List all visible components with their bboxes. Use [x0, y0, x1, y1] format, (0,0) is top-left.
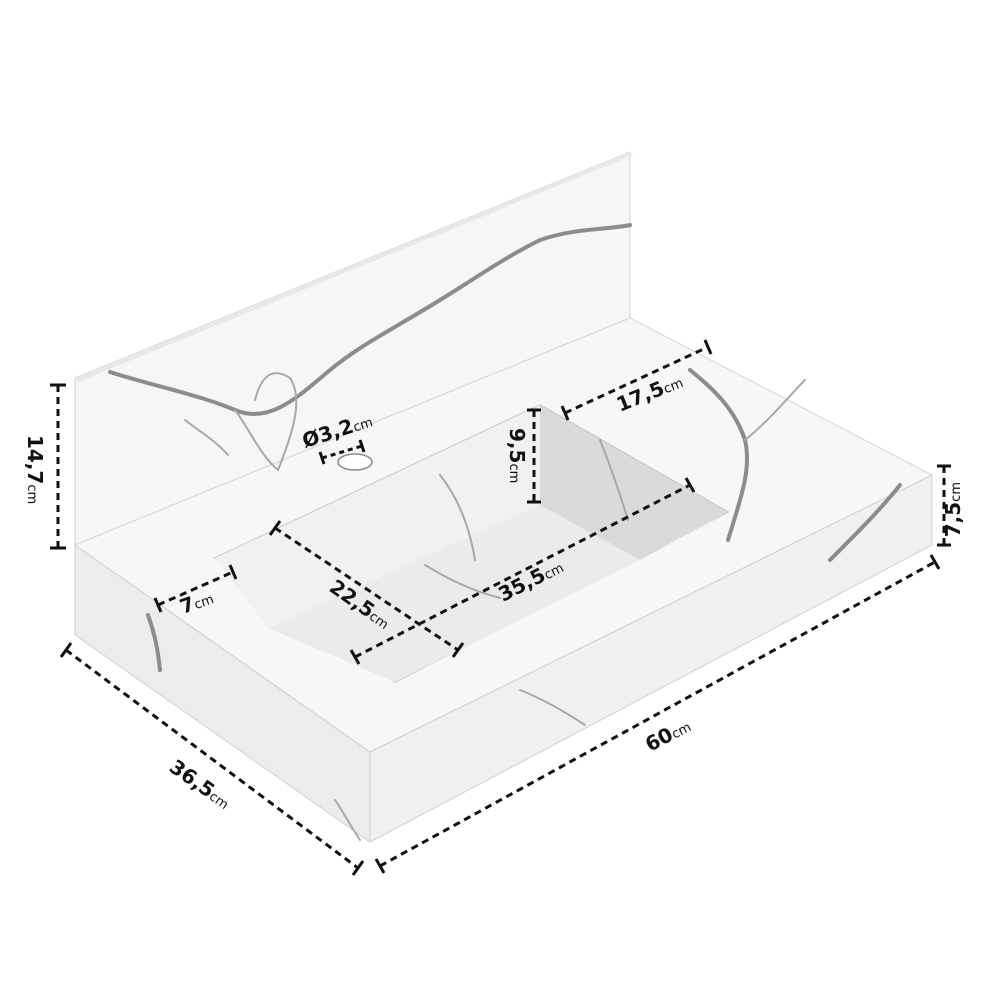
- dimension-lines: [50, 339, 951, 876]
- dim-tick: [560, 405, 570, 421]
- dim-tick: [374, 858, 386, 874]
- label-backsplash-height: 14,7cm: [23, 435, 47, 504]
- dim-tick: [451, 642, 465, 658]
- dim-line-front-ledge: [157, 570, 234, 607]
- dim-tick: [684, 477, 696, 493]
- dim-line-drain: [321, 444, 363, 460]
- dim-tick: [703, 339, 713, 355]
- dim-tick: [268, 520, 282, 536]
- dim-line-total-depth: [65, 648, 359, 870]
- dim-tick: [228, 564, 238, 580]
- tap-hole: [337, 453, 373, 471]
- label-total-depth: 36,5cm: [165, 754, 235, 813]
- dim-tick: [318, 451, 326, 465]
- dim-tick: [349, 649, 361, 665]
- label-basin-depth: 9,5cm: [505, 428, 529, 483]
- dim-line-right-ledge: [564, 345, 709, 415]
- label-front-ledge: 7cm: [177, 585, 217, 619]
- basin-right-wall: [540, 405, 728, 560]
- label-thickness: 7,5cm: [941, 482, 965, 537]
- marble-veins: [108, 223, 902, 841]
- dim-tick: [59, 642, 73, 658]
- dim-line-total-width: [379, 560, 936, 868]
- basin-floor: [268, 505, 640, 682]
- backsplash-top-edge: [75, 152, 633, 382]
- dim-tick: [153, 597, 163, 613]
- basin-back-wall: [215, 405, 540, 628]
- dim-tick: [358, 439, 366, 453]
- dim-tick: [929, 554, 941, 570]
- side-face: [369, 474, 933, 843]
- dim-line-basin-length: [354, 483, 691, 659]
- dim-tick: [351, 860, 365, 876]
- countertop-block: [73, 151, 934, 843]
- dim-line-basin-width: [274, 526, 459, 652]
